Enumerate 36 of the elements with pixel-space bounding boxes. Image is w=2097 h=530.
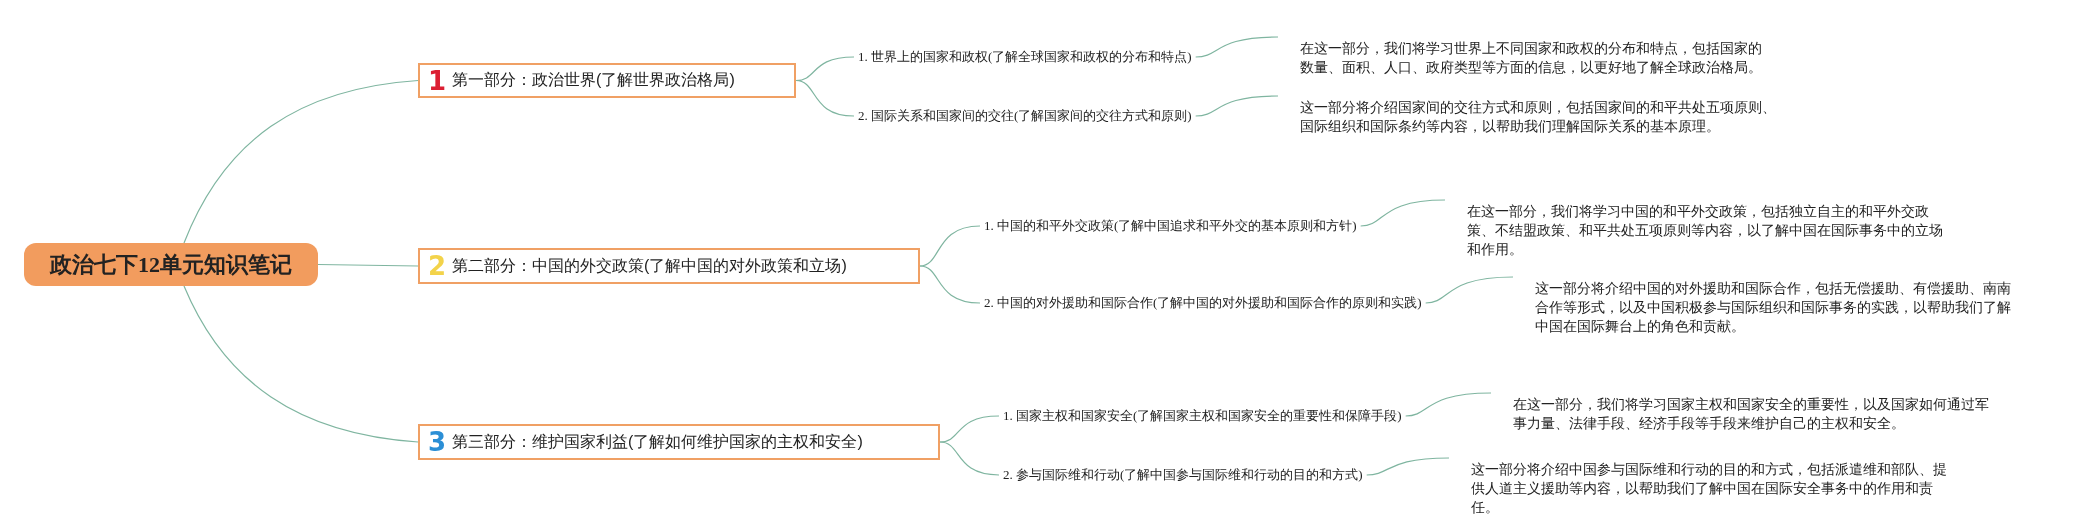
description-text: 这一部分将介绍国家间的交往方式和原则，包括国家间的和平共处五项原则、国际组织和国际条约等内容，以帮助我们理解国际关系的基本原理。: [1300, 98, 1785, 136]
branch-line: [795, 79, 855, 117]
central-topic-box: 政治七下12单元知识笔记: [24, 243, 318, 286]
description-text: 在这一部分，我们将学习国家主权和国家安全的重要性，以及国家如何通过军事力量、法律手段、经济手段等手段来维护自己的主权和安全。: [1513, 395, 1998, 433]
description-text: 这一部分将介绍中国参与国际维和行动的目的和方式，包括派遣维和部队、提供人道主义援助等内容，以帮助我们了解中国在国际安全事务中的作用和责任。: [1471, 460, 1956, 517]
topic-box: [418, 424, 940, 460]
section-number: 3: [428, 427, 447, 457]
branch-line: [1195, 36, 1279, 58]
description-text: 这一部分将介绍中国的对外援助和国际合作，包括无偿援助、有偿援助、南南合作等形式，以及中国积极参与国际组织和国际事务的实践，以帮助我们了解中国在国际舞台上的角色和贡献。: [1535, 279, 2020, 336]
branch-line: [939, 415, 1000, 443]
topic-text: 第二部分：中国的外交政策(了解中国的对外政策和立场): [452, 255, 847, 276]
subtopic-text: 2. 参与国际维和行动(了解中国参与国际维和行动的目的和方式): [1003, 465, 1363, 485]
branch-line: [1195, 95, 1279, 117]
branch-line: [317, 263, 419, 267]
subtopic-text: 1. 世界上的国家和政权(了解全球国家和政权的分布和特点): [858, 47, 1192, 67]
branch-line: [939, 441, 1000, 476]
subtopic-text: 1. 国家主权和国家安全(了解国家主权和国家安全的重要性和保障手段): [1003, 406, 1402, 426]
branch-line: [1405, 392, 1492, 417]
section-number: 1: [428, 65, 447, 96]
topic-text: 第一部分：政治世界(了解世界政治格局): [452, 70, 735, 90]
branch-line: [919, 225, 981, 267]
section-number: 2: [428, 251, 447, 281]
topic-box: [418, 63, 796, 98]
topic-text: 第三部分：维护国家利益(了解如何维护国家的主权和安全): [452, 431, 863, 452]
description-text: 在这一部分，我们将学习中国的和平外交政策，包括独立自主的和平外交政策、不结盟政策、和平共处五项原则等内容，以了解中国在国际事务中的立场和作用。: [1467, 202, 1952, 259]
branch-line: [1425, 276, 1514, 304]
topic-box: [418, 248, 920, 284]
branch-line: [1360, 199, 1446, 227]
branch-line: [919, 265, 981, 304]
subtopic-text: 2. 国际关系和国家间的交往(了解国家间的交往方式和原则): [858, 106, 1192, 126]
branch-line: [183, 285, 419, 443]
subtopic-text: 2. 中国的对外援助和国际合作(了解中国的对外援助和国际合作的原则和实践): [984, 293, 1422, 313]
description-text: 在这一部分，我们将学习世界上不同国家和政权的分布和特点，包括国家的数量、面积、人口、政府类型等方面的信息，以更好地了解全球政治格局。: [1300, 39, 1772, 77]
branch-line: [1366, 457, 1450, 476]
branch-line: [183, 79, 419, 244]
subtopic-text: 1. 中国的和平外交政策(了解中国追求和平外交的基本原则和方针): [984, 216, 1357, 236]
